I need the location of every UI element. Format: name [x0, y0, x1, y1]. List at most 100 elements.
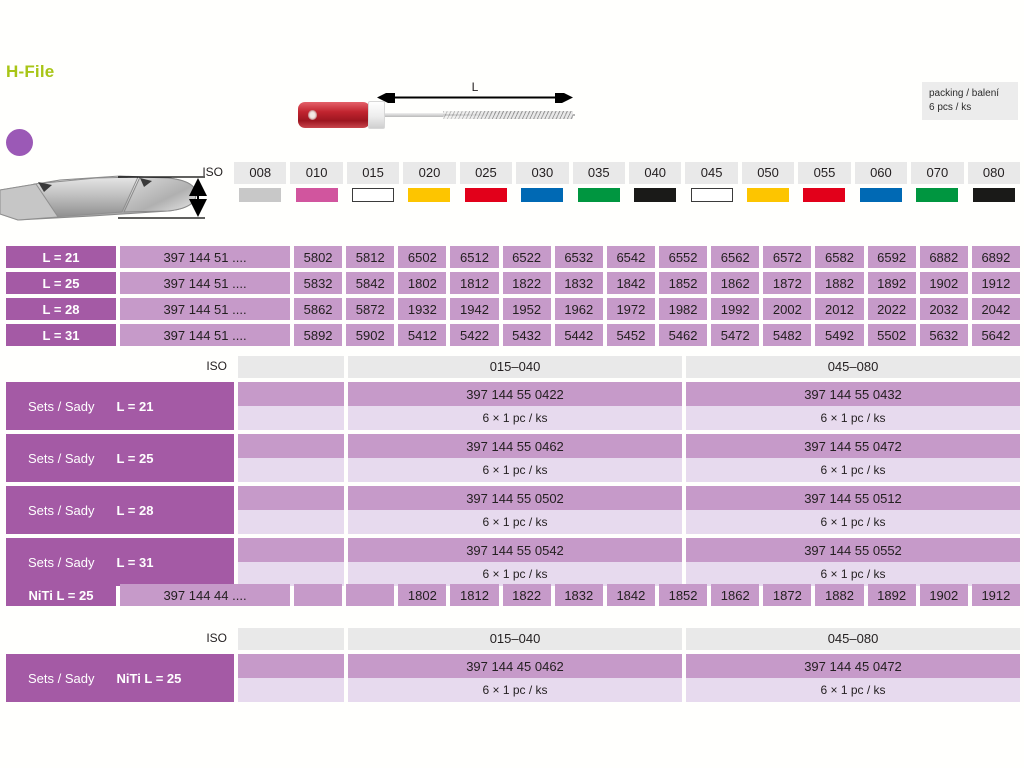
product-code-cell[interactable]: 2032: [919, 298, 968, 320]
product-code-cell[interactable]: 5502: [867, 324, 916, 346]
product-code-cell[interactable]: 6592: [867, 246, 916, 268]
product-code-cell[interactable]: 1892: [867, 272, 916, 294]
product-code-cell[interactable]: 2022: [867, 298, 916, 320]
iso-size-008: 008: [234, 162, 287, 184]
product-code-cell[interactable]: 6522: [502, 246, 551, 268]
sets-code-left[interactable]: 397 144 55 0422: [348, 382, 682, 406]
product-code-cell[interactable]: 2042: [971, 298, 1020, 320]
sets-code-right[interactable]: 397 144 55 0472: [686, 434, 1020, 458]
product-code-cell[interactable]: 5842: [346, 272, 395, 294]
sets-code-left[interactable]: 397 144 55 0542: [348, 538, 682, 562]
product-code-cell[interactable]: 6572: [763, 246, 812, 268]
product-code-cell[interactable]: 1962: [554, 298, 603, 320]
niti-product-code-cell[interactable]: 1852: [658, 584, 708, 606]
product-code-cell[interactable]: 6502: [398, 246, 447, 268]
product-code-cell[interactable]: 1812: [450, 272, 499, 294]
product-code-cell[interactable]: 1912: [971, 272, 1020, 294]
product-code-cell[interactable]: 1942: [450, 298, 499, 320]
product-code-cell[interactable]: 1862: [711, 272, 760, 294]
product-code-cell[interactable]: 6542: [606, 246, 655, 268]
h-file-illustration: L: [290, 80, 580, 142]
sets-spacer-top: [238, 538, 344, 562]
sets-code-right[interactable]: 397 144 45 0472: [686, 654, 1020, 678]
product-code-cell[interactable]: 1992: [711, 298, 760, 320]
product-code-cell[interactable]: 5872: [346, 298, 395, 320]
sets-code-right[interactable]: 397 144 55 0432: [686, 382, 1020, 406]
product-code-cell[interactable]: 5432: [502, 324, 551, 346]
sets-quantity-right: 6 × 1 pc / ks: [686, 406, 1020, 430]
product-code-cell[interactable]: 1802: [398, 272, 447, 294]
product-code-cell[interactable]: 5892: [294, 324, 343, 346]
niti-product-code-cell[interactable]: 1892: [867, 584, 916, 606]
product-code-cell[interactable]: 5642: [971, 324, 1020, 346]
row-label-length: L = 28: [6, 298, 116, 320]
iso-size-030: 030: [516, 162, 569, 184]
product-code-cell[interactable]: 1882: [815, 272, 864, 294]
niti-product-code-cell[interactable]: 1822: [502, 584, 551, 606]
sets-quantity-left: 6 × 1 pc / ks: [348, 510, 682, 534]
niti-product-code-cell[interactable]: 1842: [606, 584, 655, 606]
product-code-cell[interactable]: 5462: [658, 324, 708, 346]
product-code-cell[interactable]: 5422: [450, 324, 499, 346]
sets-label-length: L = 31: [116, 554, 154, 570]
product-code-cell[interactable]: 6562: [711, 246, 760, 268]
niti-product-code-cell[interactable]: 1862: [711, 584, 760, 606]
sets-label-length: NiTi L = 25: [116, 670, 182, 686]
niti-product-code-cell[interactable]: 1902: [919, 584, 968, 606]
sets-label-prefix: Sets / Sady: [28, 398, 95, 414]
niti-product-code-cell[interactable]: 1832: [554, 584, 603, 606]
niti-product-code-cell[interactable]: 1872: [763, 584, 812, 606]
row-reference-number: 397 144 51 ....: [120, 246, 290, 268]
iso-color-cell-035: [573, 186, 625, 204]
niti-product-code-cell[interactable]: 1912: [971, 584, 1020, 606]
product-code-cell[interactable]: 5492: [815, 324, 864, 346]
sets-code-left[interactable]: 397 144 55 0462: [348, 434, 682, 458]
product-code-cell[interactable]: 5632: [919, 324, 968, 346]
product-code-cell[interactable]: 1932: [398, 298, 447, 320]
sets-spacer-bottom: [238, 510, 344, 534]
product-code-cell[interactable]: 1852: [658, 272, 708, 294]
niti-product-code-cell[interactable]: 1812: [450, 584, 499, 606]
product-code-cell[interactable]: 1902: [919, 272, 968, 294]
product-code-cell[interactable]: 5452: [606, 324, 655, 346]
product-code-cell[interactable]: 1952: [502, 298, 551, 320]
niti-product-code-cell[interactable]: 1882: [815, 584, 864, 606]
product-code-cell[interactable]: 5472: [711, 324, 760, 346]
sets-code-right[interactable]: 397 144 55 0552: [686, 538, 1020, 562]
file-tip-shape-icon: [0, 175, 207, 221]
product-code-cell[interactable]: 1972: [606, 298, 655, 320]
product-code-cell[interactable]: 6582: [815, 246, 864, 268]
product-code-cell[interactable]: 1842: [606, 272, 655, 294]
product-code-cell[interactable]: 5832: [294, 272, 343, 294]
product-code-cell[interactable]: 5442: [554, 324, 603, 346]
product-code-cell[interactable]: 5902: [346, 324, 395, 346]
product-code-cell[interactable]: 5482: [763, 324, 812, 346]
product-code-cell[interactable]: 2002: [763, 298, 812, 320]
iso-color-cell-050: [742, 186, 794, 204]
sets-code-right[interactable]: 397 144 55 0512: [686, 486, 1020, 510]
product-code-cell[interactable]: 6882: [919, 246, 968, 268]
product-code-cell[interactable]: 6532: [554, 246, 603, 268]
product-code-cell[interactable]: 5812: [346, 246, 395, 268]
sets-code-left[interactable]: 397 144 45 0462: [348, 654, 682, 678]
iso-size-045: 045: [685, 162, 738, 184]
product-code-cell[interactable]: 6892: [971, 246, 1020, 268]
product-code-cell[interactable]: 1822: [502, 272, 551, 294]
product-code-cell[interactable]: 5412: [398, 324, 447, 346]
product-code-cell[interactable]: 6552: [658, 246, 708, 268]
sets-code-left[interactable]: 397 144 55 0502: [348, 486, 682, 510]
product-code-cell[interactable]: 1872: [763, 272, 812, 294]
product-code-cell[interactable]: 1982: [658, 298, 708, 320]
product-code-cell[interactable]: 1832: [554, 272, 603, 294]
niti-product-code-cell[interactable]: 1802: [398, 584, 447, 606]
product-code-cell[interactable]: 2012: [815, 298, 864, 320]
product-code-cell[interactable]: 5802: [294, 246, 343, 268]
iso-header-label: ISO: [202, 165, 223, 179]
product-code-cell[interactable]: 6512: [450, 246, 499, 268]
product-code-cell[interactable]: 5862: [294, 298, 343, 320]
